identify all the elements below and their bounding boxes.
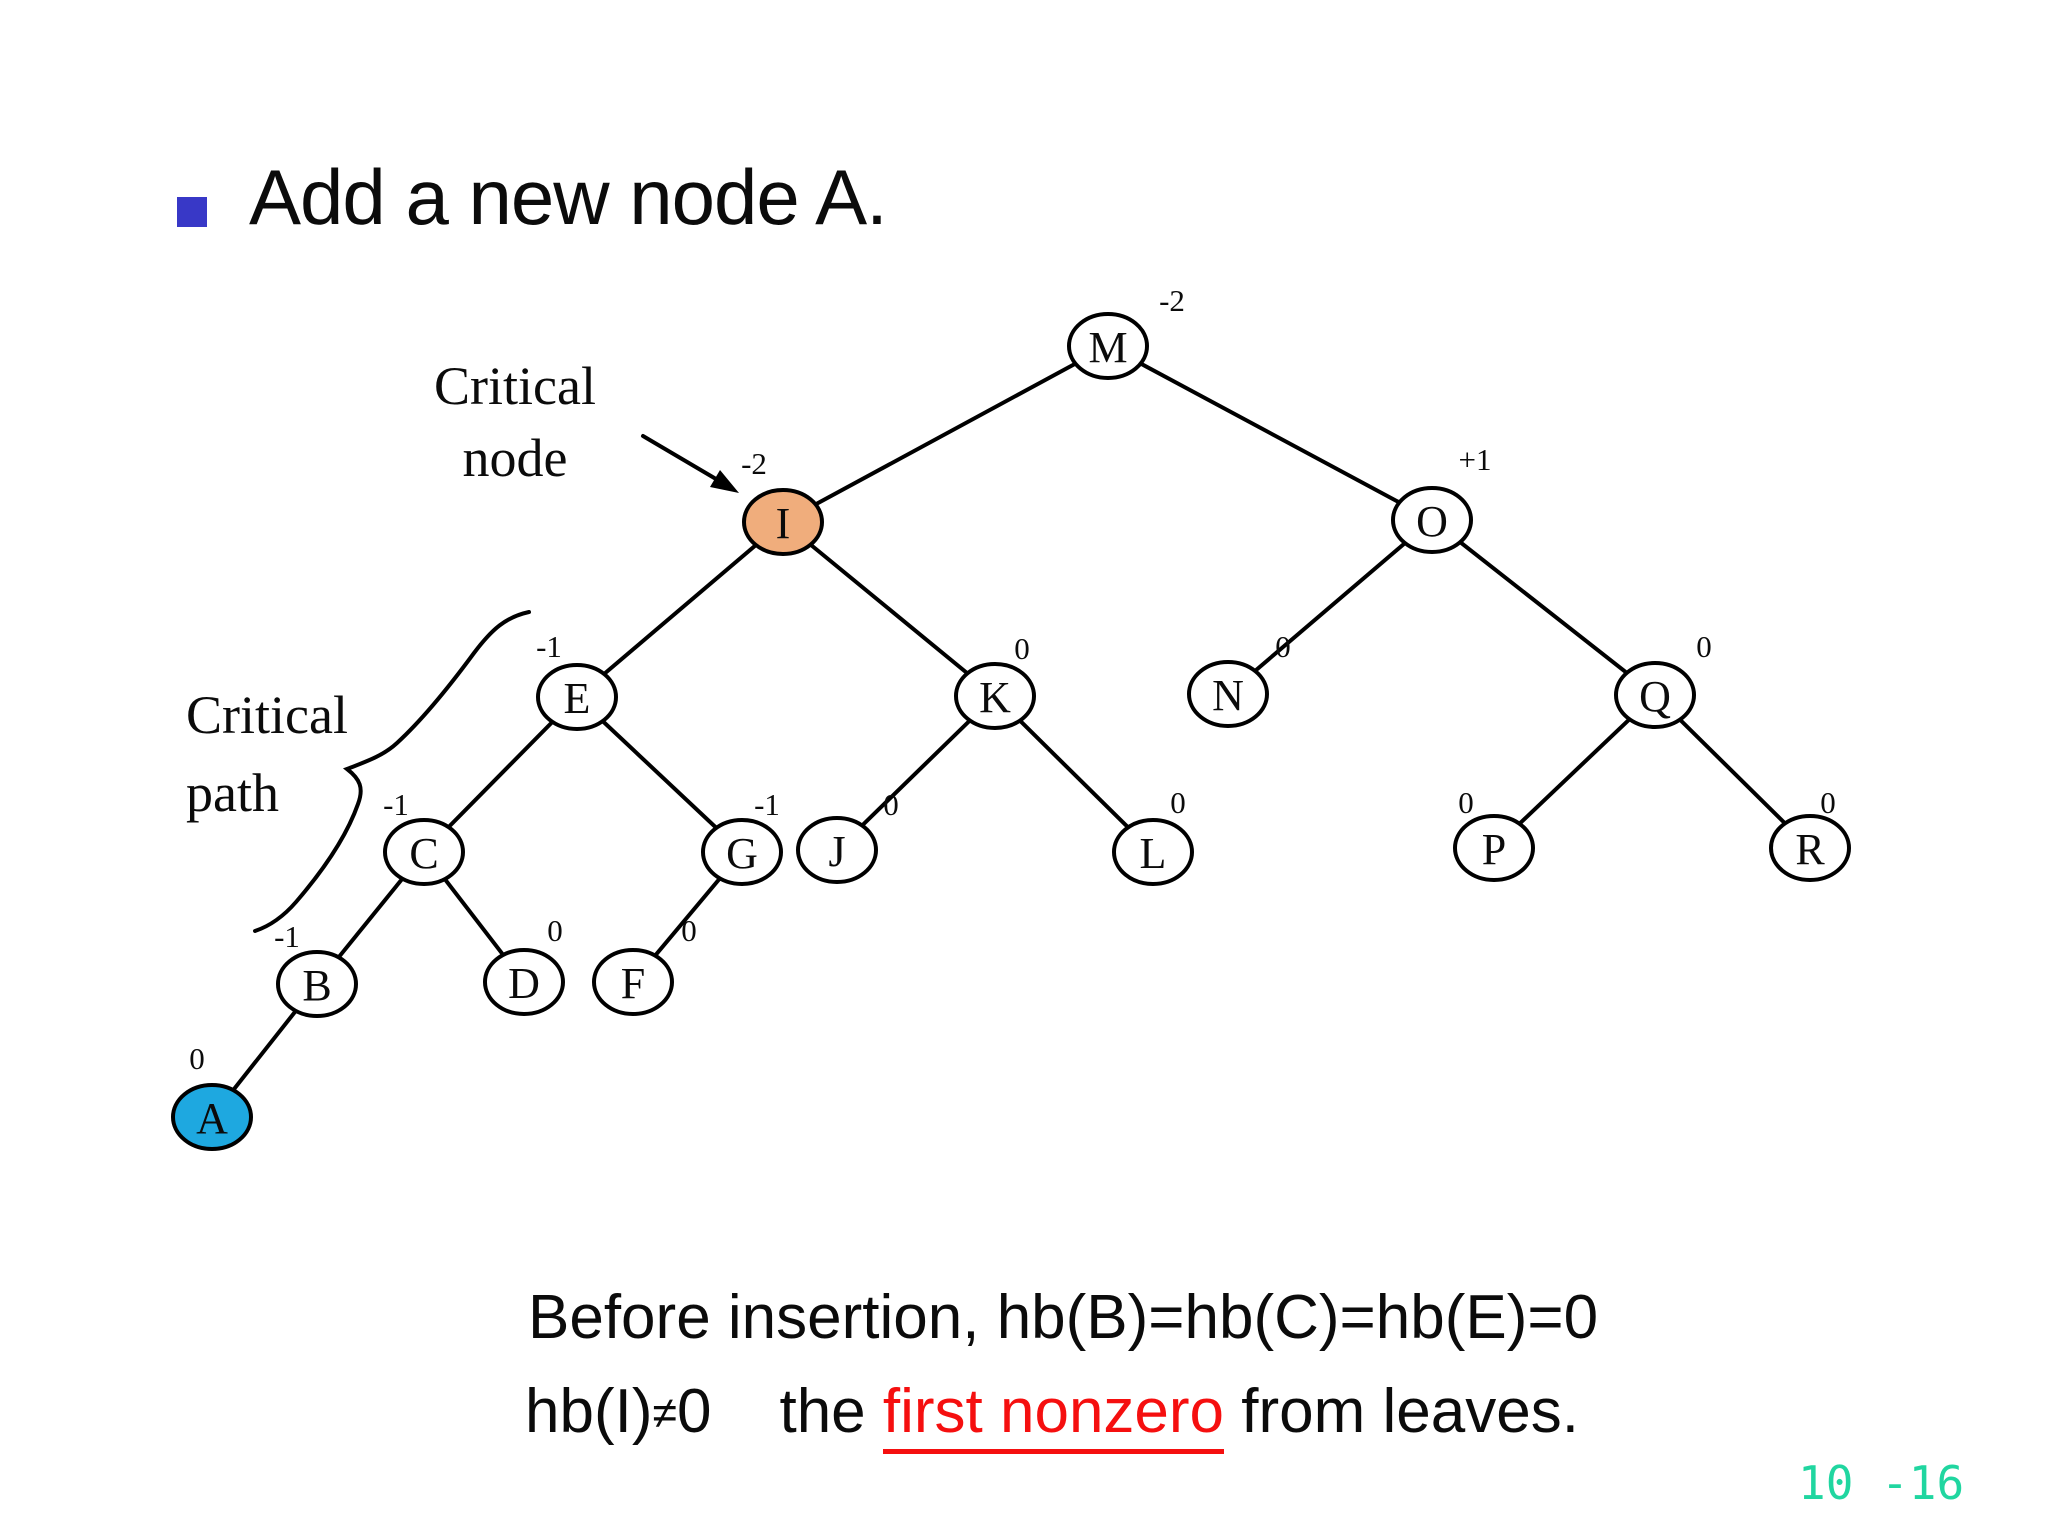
node-circle-A <box>171 1083 253 1151</box>
node-circle-J <box>796 816 878 884</box>
tree-node-N: N0 <box>1187 629 1291 728</box>
note-line2-highlight: first nonzero <box>882 1377 1225 1454</box>
tree-node-A: A0 <box>171 1041 253 1151</box>
node-letter-I: I <box>776 499 791 548</box>
note-line2-tail: from leaves. <box>1224 1377 1579 1446</box>
balance-label-Q: 0 <box>1696 629 1712 664</box>
node-letter-B: B <box>302 961 331 1010</box>
node-circle-R <box>1769 814 1851 882</box>
critical-path-brace <box>253 610 531 933</box>
critical-node-label: Critical node <box>398 350 632 494</box>
note-line2-the: the <box>779 1377 883 1446</box>
balance-label-L: 0 <box>1170 785 1186 820</box>
tree-node-M: M -2 <box>1067 283 1185 380</box>
tree-node-R: R0 <box>1769 785 1851 882</box>
tree-node-F: F0 <box>592 913 697 1016</box>
node-circle-E <box>536 663 618 731</box>
note-line2: hb(I)≠0 the first nonzero from leaves. <box>525 1376 1579 1454</box>
balance-label-J: 0 <box>883 787 899 822</box>
balance-label-N: 0 <box>1275 629 1291 664</box>
node-letter-F: F <box>621 959 645 1008</box>
tree-node-I: I -2 <box>741 446 824 556</box>
node-circle-P <box>1453 814 1535 882</box>
slide-title: Add a new node A. <box>249 153 888 241</box>
edge-O-N <box>1226 518 1434 696</box>
edge-M-I <box>782 344 1109 524</box>
note-line1: Before insertion, hb(B)=hb(C)=hb(E)=0 <box>528 1283 1599 1352</box>
not-equal-symbol: ≠ <box>652 1389 677 1438</box>
balance-label-O: +1 <box>1459 442 1492 477</box>
node-letter-Q: Q <box>1639 672 1671 721</box>
node-letter-P: P <box>1482 825 1506 874</box>
tree-node-Q: Q0 <box>1614 629 1712 729</box>
critical-node-arrow <box>641 434 739 493</box>
tree-node-O: O +1 <box>1391 442 1492 554</box>
tree-node-L: L0 <box>1112 785 1194 886</box>
node-letter-L: L <box>1140 829 1167 878</box>
note-line2-prefix: hb(I) <box>525 1377 653 1446</box>
tree-edges-layer <box>210 344 1812 1119</box>
balance-label-M: -2 <box>1159 283 1185 318</box>
node-letter-E: E <box>564 674 591 723</box>
balance-label-B: -1 <box>274 919 300 954</box>
critical-node-arrow-head <box>710 470 739 493</box>
node-letter-K: K <box>979 673 1011 722</box>
balance-label-P: 0 <box>1458 785 1474 820</box>
critical-path-label-line2: path <box>186 763 279 823</box>
tree-nodes-layer: M-2I-2O+1E-1K0N0Q0C-1G-1J0L0P0R0B-1D0F0A… <box>171 283 1851 1151</box>
balance-label-A: 0 <box>189 1041 205 1076</box>
tree-node-D: D0 <box>483 913 565 1016</box>
balance-label-K: 0 <box>1014 631 1030 666</box>
node-letter-N: N <box>1212 671 1244 720</box>
page-number: 10 -16 <box>1798 1456 1965 1510</box>
edge-M-O <box>1107 344 1433 522</box>
critical-node-label-line1: Critical <box>434 356 596 416</box>
note-line2-zero: 0 <box>676 1377 712 1446</box>
edge-I-E <box>575 520 785 699</box>
tree-node-B: B-1 <box>274 919 358 1018</box>
tree-node-K: K0 <box>954 631 1036 730</box>
tree-node-G: G -1 <box>701 787 783 886</box>
edge-O-Q <box>1430 518 1657 697</box>
node-letter-C: C <box>409 829 438 878</box>
node-letter-R: R <box>1795 825 1825 874</box>
balance-label-I: -2 <box>741 446 767 481</box>
node-letter-A: A <box>196 1094 228 1143</box>
critical-path-label: Critical path <box>186 676 486 832</box>
node-circle-M <box>1067 312 1149 380</box>
edge-E-G <box>575 695 744 854</box>
node-letter-J: J <box>828 827 845 876</box>
node-circle-B <box>276 950 358 1018</box>
balance-label-E: -1 <box>536 629 562 664</box>
node-circle-D <box>483 948 565 1016</box>
critical-node-arrow-line <box>641 434 718 481</box>
balance-label-D: 0 <box>547 913 563 948</box>
node-circle-F <box>592 948 674 1016</box>
tree-node-J: J0 <box>796 787 899 884</box>
balance-label-C: -1 <box>383 787 409 822</box>
tree-node-P: P0 <box>1453 785 1535 882</box>
title-bullet-icon <box>177 197 207 227</box>
edge-I-K <box>781 520 997 698</box>
node-letter-D: D <box>508 959 540 1008</box>
balance-label-F: 0 <box>681 913 697 948</box>
node-circle-O <box>1391 486 1473 554</box>
tree-node-E: E-1 <box>536 629 618 731</box>
critical-node-label-line2: node <box>462 428 568 488</box>
node-circle-L <box>1112 818 1194 886</box>
node-letter-O: O <box>1416 497 1448 546</box>
node-circle-K <box>954 662 1036 730</box>
node-circle-Q <box>1614 661 1696 729</box>
balance-label-R: 0 <box>1820 785 1836 820</box>
node-circle-G <box>701 818 783 886</box>
node-circle-I <box>742 488 824 556</box>
node-circle-C <box>383 818 465 886</box>
balance-label-G: -1 <box>754 787 780 822</box>
tree-node-C: C-1 <box>383 787 465 886</box>
critical-path-label-line1: Critical <box>186 685 348 745</box>
node-letter-G: G <box>726 829 758 878</box>
node-circle-N <box>1187 660 1269 728</box>
node-letter-M: M <box>1088 323 1127 372</box>
